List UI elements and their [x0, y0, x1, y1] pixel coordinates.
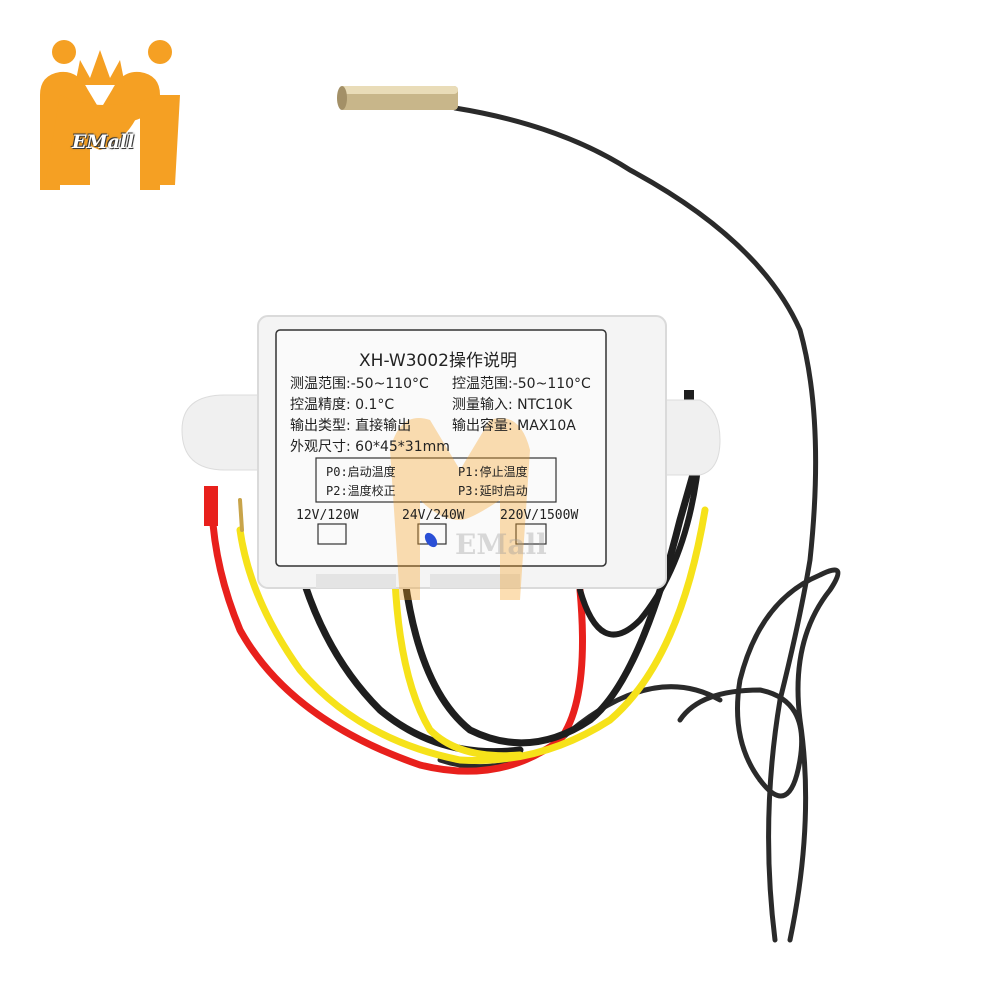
instruction-label — [275, 329, 607, 567]
probe-tip — [337, 86, 458, 110]
watermark-figure — [390, 418, 530, 600]
spec-output-capacity: 输出容量: MAX10A — [452, 418, 576, 434]
param-p3: P3:延时启动 — [458, 484, 528, 498]
spec-output-type: 输出类型: 直接输出 — [290, 418, 412, 434]
spec-measure-input: 测量输入: NTC10K — [452, 397, 573, 413]
emall-logo — [40, 40, 180, 190]
watermark-text: EMall — [455, 528, 547, 561]
rating-220v: 220V/1500W — [500, 508, 579, 523]
param-p1: P1:停止温度 — [458, 465, 528, 479]
spec-dimensions: 外观尺寸: 60*45*31mm — [290, 439, 450, 455]
param-p2: P2:温度校正 — [326, 484, 396, 498]
rating-12v: 12V/120W — [296, 508, 359, 523]
wires — [204, 390, 709, 775]
spec-measure-range: 测温范围:-50~110°C — [290, 376, 429, 392]
spec-control-precision: 控温精度: 0.1°C — [290, 397, 395, 413]
spec-control-range: 控温范围:-50~110°C — [452, 376, 591, 392]
label-title: XH-W3002操作说明 — [359, 351, 517, 371]
param-p0: P0:启动温度 — [326, 465, 396, 479]
logo-text: EMall — [72, 131, 135, 153]
rating-24v: 24V/240W — [402, 508, 465, 523]
